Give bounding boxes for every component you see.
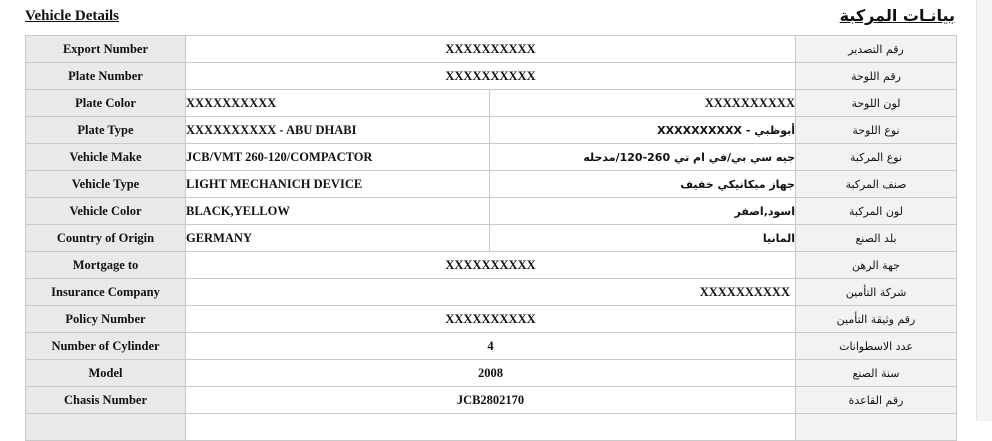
value-vehicle-make-ar: جيه سي بي/في ام تي 260-120/مدحله [489,143,796,171]
label-country-of-origin-ar: بلد الصنع [795,224,957,252]
table-row: Policy Number XXXXXXXXXX رقم وثيقة التأم… [25,305,957,333]
value-plate-number: XXXXXXXXXX [185,62,796,90]
table-row: Vehicle Type LIGHT MECHANICH DEVICE جهاز… [25,170,957,198]
label-mortgage-to: Mortgage to [25,251,186,279]
table-row: Country of Origin GERMANY المانيا بلد ال… [25,224,957,252]
label-plate-color-ar: لون اللوحة [795,89,957,117]
label-export-number: Export Number [25,35,186,63]
label-insurance-company: Insurance Company [25,278,186,306]
value-model: 2008 [185,359,796,387]
value-plate-type-ar: أبوظبي - XXXXXXXXXX [489,116,796,144]
label-number-of-cylinder-ar: عدد الاسطوانات [795,332,957,360]
table-row: Model 2008 سنة الصنع [25,359,957,387]
table-row: Insurance Company XXXXXXXXXX شركة التأمي… [25,278,957,306]
value-plate-color-ar: XXXXXXXXXX [489,89,796,117]
section-title-en: Vehicle Details [25,8,120,24]
value-plate-type-en: XXXXXXXXXX - ABU DHABI [185,116,490,144]
value-plate-color-en: XXXXXXXXXX [185,89,490,117]
label-model: Model [25,359,186,387]
label-partial-ar [795,413,957,441]
value-export-number: XXXXXXXXXX [185,35,796,63]
table-row: Plate Number XXXXXXXXXX رقم اللوحة [25,62,957,90]
value-insurance-company: XXXXXXXXXX [185,278,796,306]
label-chasis-number: Chasis Number [25,386,186,414]
value-vehicle-type-ar: جهاز ميكانيكي خفيف [489,170,796,198]
table-row: Plate Type XXXXXXXXXX - ABU DHABI أبوظبي… [25,116,957,144]
label-vehicle-color-ar: لون المركبة [795,197,957,225]
label-vehicle-make-ar: نوع المركبة [795,143,957,171]
label-country-of-origin: Country of Origin [25,224,186,252]
section-header: Vehicle Details بيانـات المركبة [25,6,955,30]
label-plate-color: Plate Color [25,89,186,117]
value-vehicle-color-en: BLACK,YELLOW [185,197,490,225]
value-partial [185,413,796,441]
vehicle-details-table: Export Number XXXXXXXXXX رقم التصدير Pla… [25,35,957,441]
value-chasis-number: JCB2802170 [185,386,796,414]
label-partial [25,413,186,441]
label-policy-number-ar: رقم وثيقة التأمين [795,305,957,333]
table-row: Export Number XXXXXXXXXX رقم التصدير [25,35,957,63]
value-number-of-cylinder: 4 [185,332,796,360]
table-row: Plate Color XXXXXXXXXX XXXXXXXXXX لون ال… [25,89,957,117]
label-number-of-cylinder: Number of Cylinder [25,332,186,360]
value-vehicle-type-en: LIGHT MECHANICH DEVICE [185,170,490,198]
label-vehicle-type: Vehicle Type [25,170,186,198]
value-policy-number: XXXXXXXXXX [185,305,796,333]
table-row: Mortgage to XXXXXXXXXX جهة الرهن [25,251,957,279]
table-row: Vehicle Make JCB/VMT 260-120/COMPACTOR ج… [25,143,957,171]
table-row-partial [25,413,957,441]
value-mortgage-to: XXXXXXXXXX [185,251,796,279]
label-insurance-company-ar: شركة التأمين [795,278,957,306]
label-plate-type: Plate Type [25,116,186,144]
label-policy-number: Policy Number [25,305,186,333]
value-vehicle-make-en: JCB/VMT 260-120/COMPACTOR [185,143,490,171]
table-row: Chasis Number JCB2802170 رقم القاعدة [25,386,957,414]
value-vehicle-color-ar: اسود,اصفر [489,197,796,225]
label-vehicle-make: Vehicle Make [25,143,186,171]
table-row: Number of Cylinder 4 عدد الاسطوانات [25,332,957,360]
label-chasis-number-ar: رقم القاعدة [795,386,957,414]
label-plate-number: Plate Number [25,62,186,90]
section-title-ar: بيانـات المركبة [839,6,955,25]
value-country-of-origin-en: GERMANY [185,224,490,252]
label-vehicle-type-ar: صنف المركبة [795,170,957,198]
label-plate-number-ar: رقم اللوحة [795,62,957,90]
table-row: Vehicle Color BLACK,YELLOW اسود,اصفر لون… [25,197,957,225]
value-country-of-origin-ar: المانيا [489,224,796,252]
label-export-number-ar: رقم التصدير [795,35,957,63]
label-plate-type-ar: نوع اللوحة [795,116,957,144]
label-mortgage-to-ar: جهة الرهن [795,251,957,279]
scrollbar-track[interactable] [976,0,992,421]
label-vehicle-color: Vehicle Color [25,197,186,225]
label-model-ar: سنة الصنع [795,359,957,387]
